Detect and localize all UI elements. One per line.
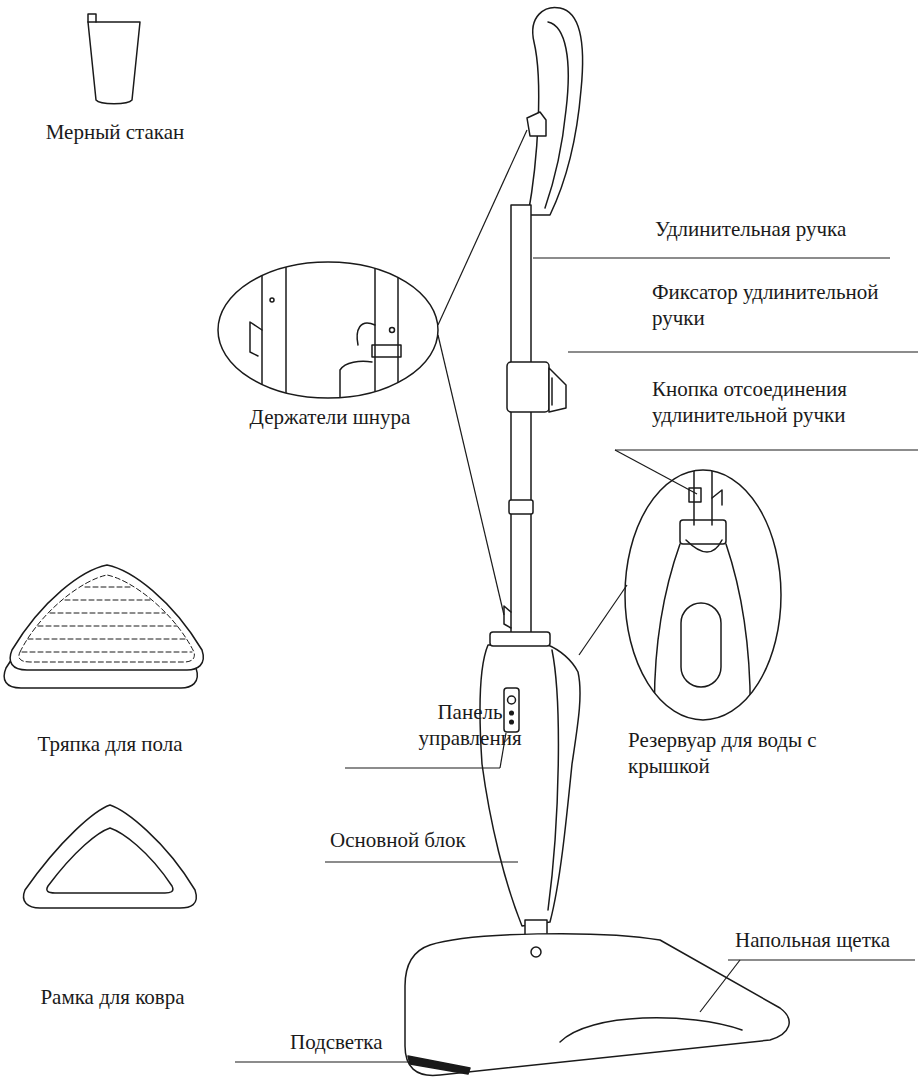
tube-joint	[509, 500, 533, 514]
handle-lock	[507, 362, 566, 412]
water-tank-detail	[625, 465, 781, 730]
measuring-cup	[88, 14, 140, 104]
main-body	[480, 632, 580, 926]
control-panel	[504, 688, 519, 732]
part-label: Подсветка	[290, 1030, 420, 1056]
floor-brush	[405, 920, 789, 1075]
cord-holder	[527, 112, 546, 136]
cord-holder	[504, 606, 511, 628]
part-label: Тряпка для пола	[15, 732, 205, 758]
part-label: Панель управления	[405, 700, 535, 751]
extension-handle	[511, 205, 531, 635]
part-label: Мерный стакан	[30, 120, 200, 146]
part-label: Напольная щетка	[735, 928, 920, 954]
cord-holder-detail	[218, 255, 438, 400]
backlight	[408, 1056, 470, 1074]
part-label: Фиксатор удлинительной ручки	[652, 280, 922, 331]
part-label: Рамка для ковра	[20, 985, 205, 1011]
floor-cloth	[4, 565, 203, 688]
part-label: Основной блок	[330, 828, 510, 854]
part-label: Кнопка отсоединения удлинительной ручки	[652, 377, 922, 428]
part-label: Резервуар для воды с крышкой	[628, 728, 843, 779]
carpet-frame	[23, 805, 196, 908]
leader-lines	[235, 130, 918, 1062]
handle-grip	[528, 8, 583, 215]
part-label: Удлинительная ручка	[655, 217, 915, 243]
part-label: Держатели шнура	[230, 405, 430, 431]
